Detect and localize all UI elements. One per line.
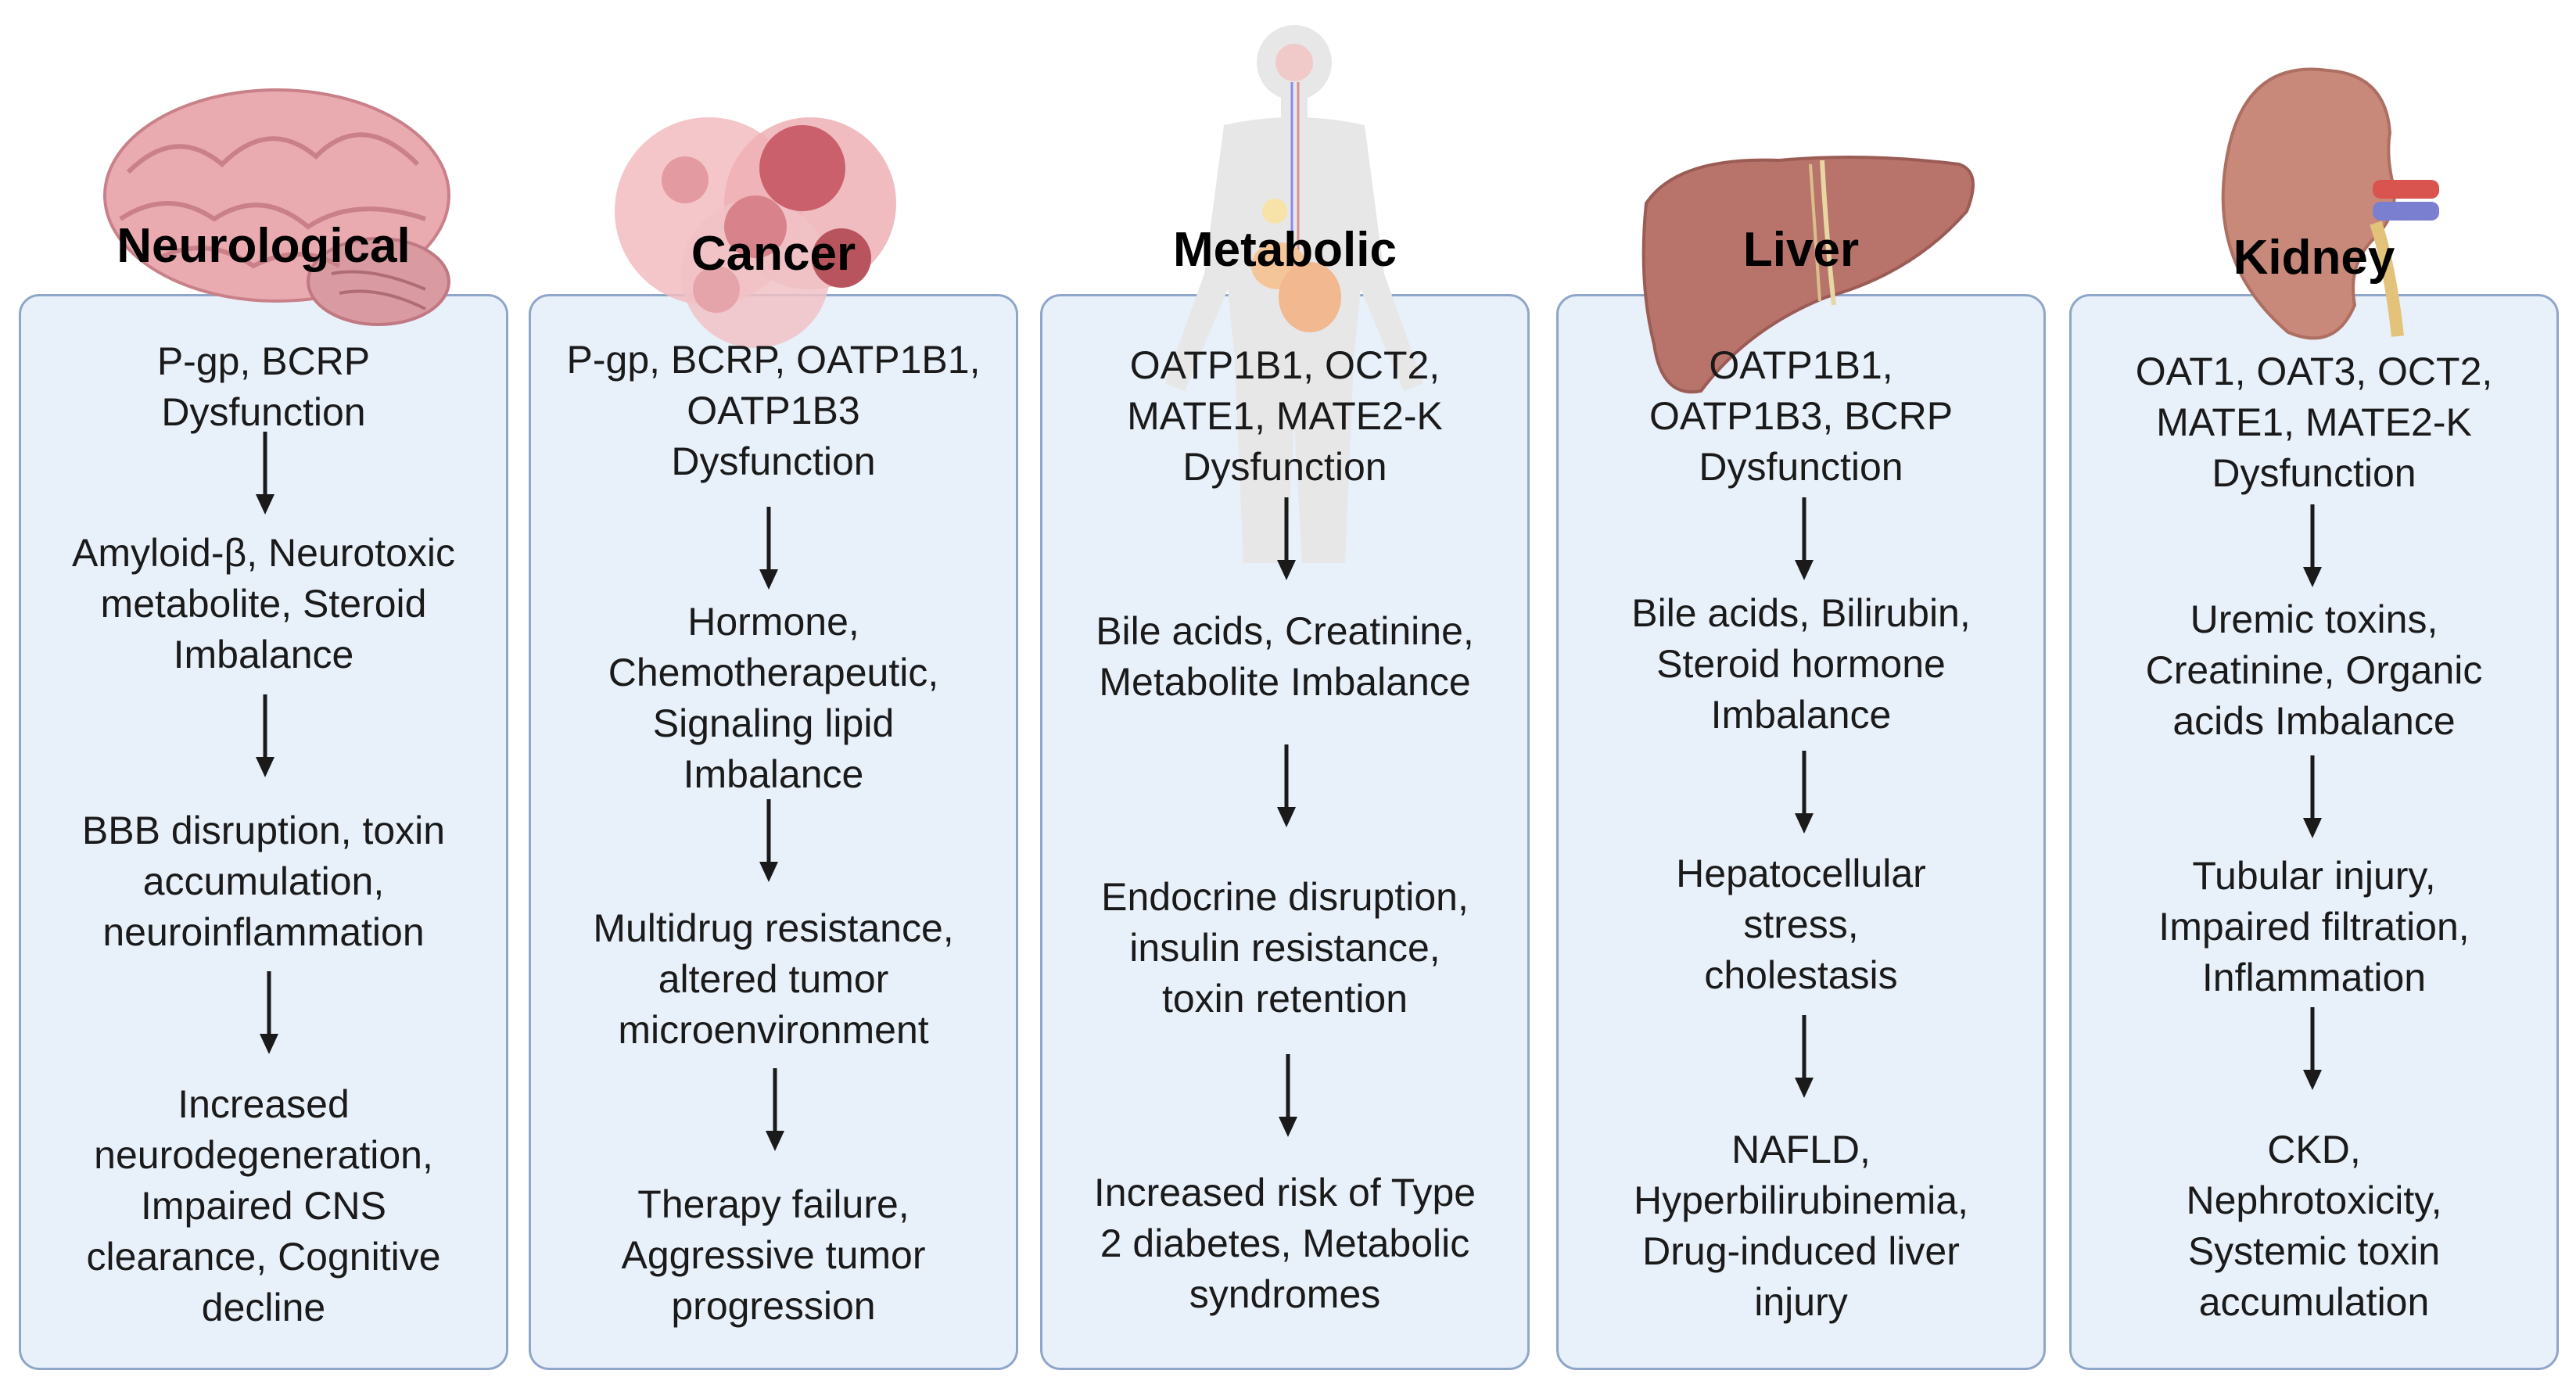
step-neurological-3: BBB disruption, toxin accumulation, neur… [81, 809, 446, 954]
arrow-down-icon [1795, 497, 1814, 580]
column-liver: Liver OATP1B1, OATP1B3, BCRP Dysfunction… [1556, 0, 2046, 1381]
step-metabolic-2: Bile acids, Creatinine, Metabolite Imbal… [1096, 609, 1474, 704]
brain-icon [103, 88, 450, 326]
arrow-down-icon [1277, 497, 1296, 580]
arrow-down-icon [260, 971, 278, 1054]
arrow-down-icon [759, 507, 778, 590]
step-liver-1: OATP1B1, OATP1B3, BCRP Dysfunction [1649, 343, 1954, 489]
arrow-down-icon [1277, 744, 1296, 827]
step-metabolic-3: Endocrine disruption, insulin resistance… [1101, 875, 1469, 1021]
step-liver-4: NAFLD, Hyperbilirubinemia, Drug-induced … [1634, 1128, 1968, 1324]
step-cancer-4: Therapy failure, Aggressive tumor progre… [621, 1182, 926, 1328]
step-kidney-2: Uremic toxins, Creatinine, Organic acids… [2145, 597, 2483, 743]
step-neurological-1: P-gp, BCRP Dysfunction [156, 339, 371, 434]
arrow-down-icon [1795, 1015, 1814, 1098]
arrow-down-icon [2303, 504, 2322, 587]
column-cancer: Cancer P-gp, BCRP, OATP1B1, OATP1B3 Dysf… [529, 0, 1018, 1381]
tumor-cells-icon [615, 117, 896, 348]
step-cancer-2: Hormone, Chemotherapeutic, Signaling lip… [608, 600, 939, 796]
step-metabolic-1: OATP1B1, OCT2, MATE1, MATE2-K Dysfunctio… [1127, 343, 1443, 489]
step-kidney-1: OAT1, OAT3, OCT2, MATE1, MATE2-K Dysfunc… [2135, 350, 2493, 495]
arrow-down-icon [256, 432, 274, 515]
arrow-down-icon [2303, 755, 2322, 838]
title-metabolic: Metabolic [1173, 223, 1397, 277]
step-liver-2: Bile acids, Bilirubin, Steroid hormone I… [1631, 591, 1971, 737]
column-metabolic: Metabolic OATP1B1, OCT2, MATE1, MATE2-K … [1040, 0, 1530, 1381]
human-body-icon [1165, 25, 1423, 563]
column-kidney: Kidney OAT1, OAT3, OCT2, MATE1, MATE2-K … [2069, 0, 2559, 1381]
liver-icon [1641, 156, 1975, 394]
title-cancer: Cancer [691, 227, 856, 281]
panel-cancer [529, 294, 1018, 1370]
step-kidney-4: CKD, Nephrotoxicity, Systemic toxin accu… [2186, 1128, 2442, 1324]
arrow-down-icon [759, 799, 778, 882]
step-cancer-1: P-gp, BCRP, OATP1B1, OATP1B3 Dysfunction [566, 338, 981, 483]
arrow-down-icon [2303, 1007, 2322, 1090]
title-liver: Liver [1742, 223, 1860, 277]
kidney-icon [2221, 67, 2439, 340]
panel-liver [1556, 294, 2046, 1370]
title-kidney: Kidney [2233, 231, 2395, 285]
step-neurological-2: Amyloid-β, Neurotoxic metabolite, Steroi… [71, 531, 455, 676]
arrow-down-icon [1279, 1054, 1297, 1137]
arrow-down-icon [1795, 751, 1814, 834]
step-kidney-3: Tubular injury, Impaired filtration, Inf… [2158, 854, 2470, 999]
step-liver-3: Hepatocellular stress, cholestasis [1676, 852, 1926, 997]
title-neurological: Neurological [117, 219, 411, 273]
arrow-down-icon [256, 694, 274, 777]
step-cancer-3: Multidrug resistance, altered tumor micr… [593, 906, 954, 1052]
step-neurological-4: Increased neurodegeneration, Impaired CN… [86, 1082, 441, 1329]
step-metabolic-4: Increased risk of Type 2 diabetes, Metab… [1093, 1171, 1476, 1316]
column-neurological: Neurological P-gp, BCRP Dysfunction Amyl… [19, 0, 508, 1381]
arrow-down-icon [766, 1068, 784, 1151]
